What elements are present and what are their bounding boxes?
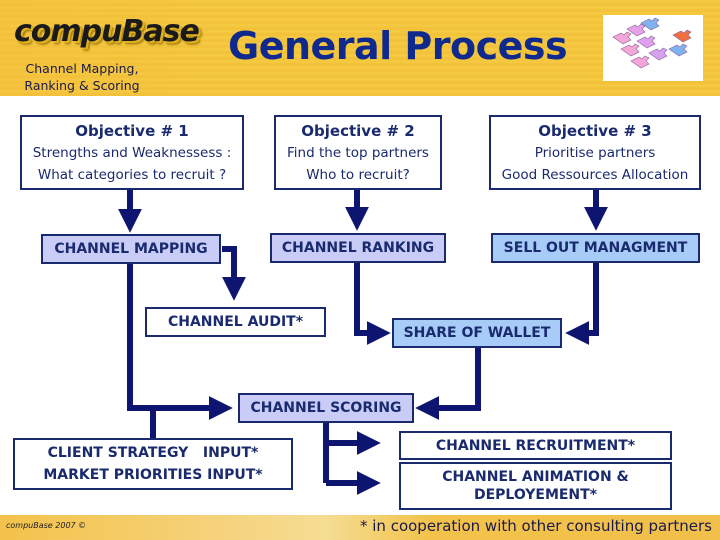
objective-2-line2: Who to recruit?	[306, 166, 410, 183]
connector-wallet-scoring	[415, 347, 481, 420]
subtitle-line-1: Channel Mapping,	[25, 61, 139, 76]
page-title: General Process	[228, 24, 568, 68]
objective-3-title: Objective # 3	[538, 121, 652, 140]
footnote-text: * in cooperation with other consulting p…	[360, 517, 712, 535]
sell-out-management-label: SELL OUT MANAGMENT	[503, 240, 688, 256]
channel-animation-label-2: DEPLOYEMENT*	[473, 487, 598, 503]
connector-sellout-wallet	[565, 262, 599, 345]
puzzle-pieces-icon	[603, 15, 703, 81]
objective-3-box: Objective # 3 Prioritise partners Good R…	[489, 115, 701, 190]
subtitle-line-2: Ranking & Scoring	[24, 78, 140, 93]
sell-out-management-node: SELL OUT MANAGMENT	[491, 233, 700, 263]
header-subtitle: Channel Mapping, Ranking & Scoring	[12, 60, 152, 94]
connector-mapping-scoring	[127, 262, 233, 420]
channel-mapping-label: CHANNEL MAPPING	[54, 241, 208, 257]
share-of-wallet-node: SHARE OF WALLET	[392, 318, 562, 348]
channel-mapping-node: CHANNEL MAPPING	[41, 234, 221, 264]
channel-scoring-node: CHANNEL SCORING	[238, 393, 414, 423]
copyright-text: compuBase 2007 ©	[6, 521, 87, 530]
channel-audit-label: CHANNEL AUDIT*	[167, 314, 304, 330]
footer-bar	[0, 515, 720, 540]
channel-animation-label-1: CHANNEL ANIMATION &	[442, 469, 629, 485]
objective-3-line2: Good Ressources Allocation	[501, 166, 689, 183]
objective-1-box: Objective # 1 Strengths and Weaknessess …	[20, 115, 244, 190]
channel-scoring-label: CHANNEL SCORING	[250, 400, 402, 416]
channel-recruitment-node: CHANNEL RECRUITMENT*	[399, 431, 672, 460]
objective-2-box: Objective # 2 Find the top partners Who …	[274, 115, 442, 190]
channel-recruitment-label: CHANNEL RECRUITMENT*	[435, 437, 636, 454]
channel-animation-node: CHANNEL ANIMATION & DEPLOYEMENT*	[399, 462, 672, 510]
client-inputs-node: CLIENT STRATEGY INPUT* MARKET PRIORITIES…	[13, 438, 293, 490]
channel-ranking-label: CHANNEL RANKING	[281, 240, 435, 256]
objective-1-line1: Strengths and Weaknessess :	[32, 144, 232, 161]
connector-mapping-audit	[222, 246, 246, 301]
objective-1-title: Objective # 1	[75, 121, 189, 140]
connector-ranking-wallet	[354, 262, 391, 345]
header-banner	[0, 0, 720, 96]
objective-2-title: Objective # 2	[301, 121, 415, 140]
channel-audit-node: CHANNEL AUDIT*	[145, 307, 326, 337]
share-of-wallet-label: SHARE OF WALLET	[403, 325, 551, 341]
objective-3-line1: Prioritise partners	[534, 144, 656, 161]
objective-2-line1: Find the top partners	[287, 144, 429, 161]
channel-ranking-node: CHANNEL RANKING	[270, 233, 446, 263]
client-strategy-input-label: CLIENT STRATEGY INPUT*	[47, 445, 259, 461]
market-priorities-input-label: MARKET PRIORITIES INPUT*	[43, 467, 263, 483]
objective-1-line2: What categories to recruit ?	[37, 166, 227, 183]
compubase-logo: compuBase	[14, 14, 200, 49]
